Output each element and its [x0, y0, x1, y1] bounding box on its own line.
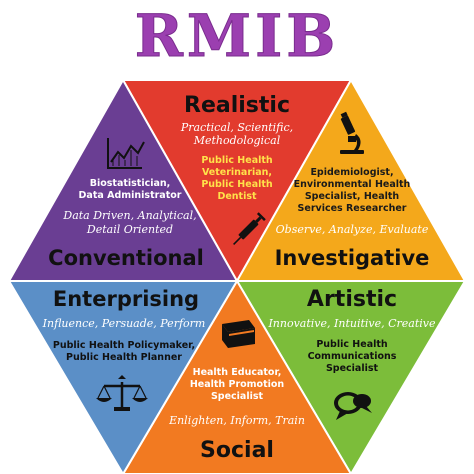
- jobs-realistic-4: Dentist: [217, 191, 257, 202]
- jobs-conventional-2: Data Administrator: [79, 190, 182, 201]
- jobs-artistic-2: Communications: [308, 351, 397, 362]
- book-icon: [222, 320, 255, 348]
- heading-artistic: Artistic: [307, 287, 397, 312]
- traits-social-1: Enlighten, Inform, Train: [168, 414, 305, 427]
- jobs-investigative-3: Specialist, Health: [305, 191, 400, 202]
- traits-investigative-1: Observe, Analyze, Evaluate: [276, 223, 429, 236]
- scales-icon: [96, 375, 148, 411]
- jobs-social-1: Health Educator,: [193, 367, 282, 378]
- line-chart-icon: [107, 138, 145, 169]
- diagram-title: RMIB: [135, 2, 340, 70]
- jobs-artistic-1: Public Health: [316, 339, 388, 350]
- segment-conventional: [7, 77, 239, 282]
- microscope-icon: [340, 111, 364, 154]
- traits-artistic-1: Innovative, Intuitive, Creative: [267, 317, 436, 330]
- traits-realistic-2: Methodological: [193, 134, 281, 147]
- heading-conventional: Conventional: [48, 246, 204, 270]
- jobs-enterprising-2: Public Health Planner: [66, 352, 182, 363]
- speech-bubble-icon: [334, 392, 372, 420]
- traits-conventional-2: Detail Oriented: [86, 223, 173, 236]
- traits-conventional-1: Data Driven, Analytical,: [62, 209, 196, 222]
- heading-social: Social: [200, 438, 274, 463]
- jobs-realistic-2: Veterinarian,: [202, 167, 272, 178]
- jobs-realistic-3: Public Health: [201, 179, 273, 190]
- heading-investigative: Investigative: [275, 246, 430, 270]
- jobs-conventional-1: Biostatistician,: [90, 178, 171, 189]
- jobs-investigative-1: Epidemiologist,: [310, 167, 393, 178]
- syringe-icon: [233, 212, 266, 245]
- title-banner: RMIB: [134, 2, 340, 71]
- jobs-realistic-1: Public Health: [201, 155, 273, 166]
- jobs-investigative-2: Environmental Health: [294, 179, 411, 190]
- jobs-artistic-3: Specialist: [326, 363, 379, 374]
- jobs-investigative-4: Services Researcher: [298, 203, 407, 214]
- heading-realistic: Realistic: [184, 93, 290, 118]
- traits-realistic-1: Practical, Scientific,: [180, 121, 293, 134]
- heading-enterprising: Enterprising: [53, 287, 199, 311]
- traits-enterprising-1: Influence, Persuade, Perform: [42, 317, 206, 330]
- jobs-social-3: Specialist: [211, 391, 264, 402]
- jobs-social-2: Health Promotion: [190, 379, 285, 390]
- jobs-enterprising-1: Public Health Policymaker,: [53, 340, 195, 351]
